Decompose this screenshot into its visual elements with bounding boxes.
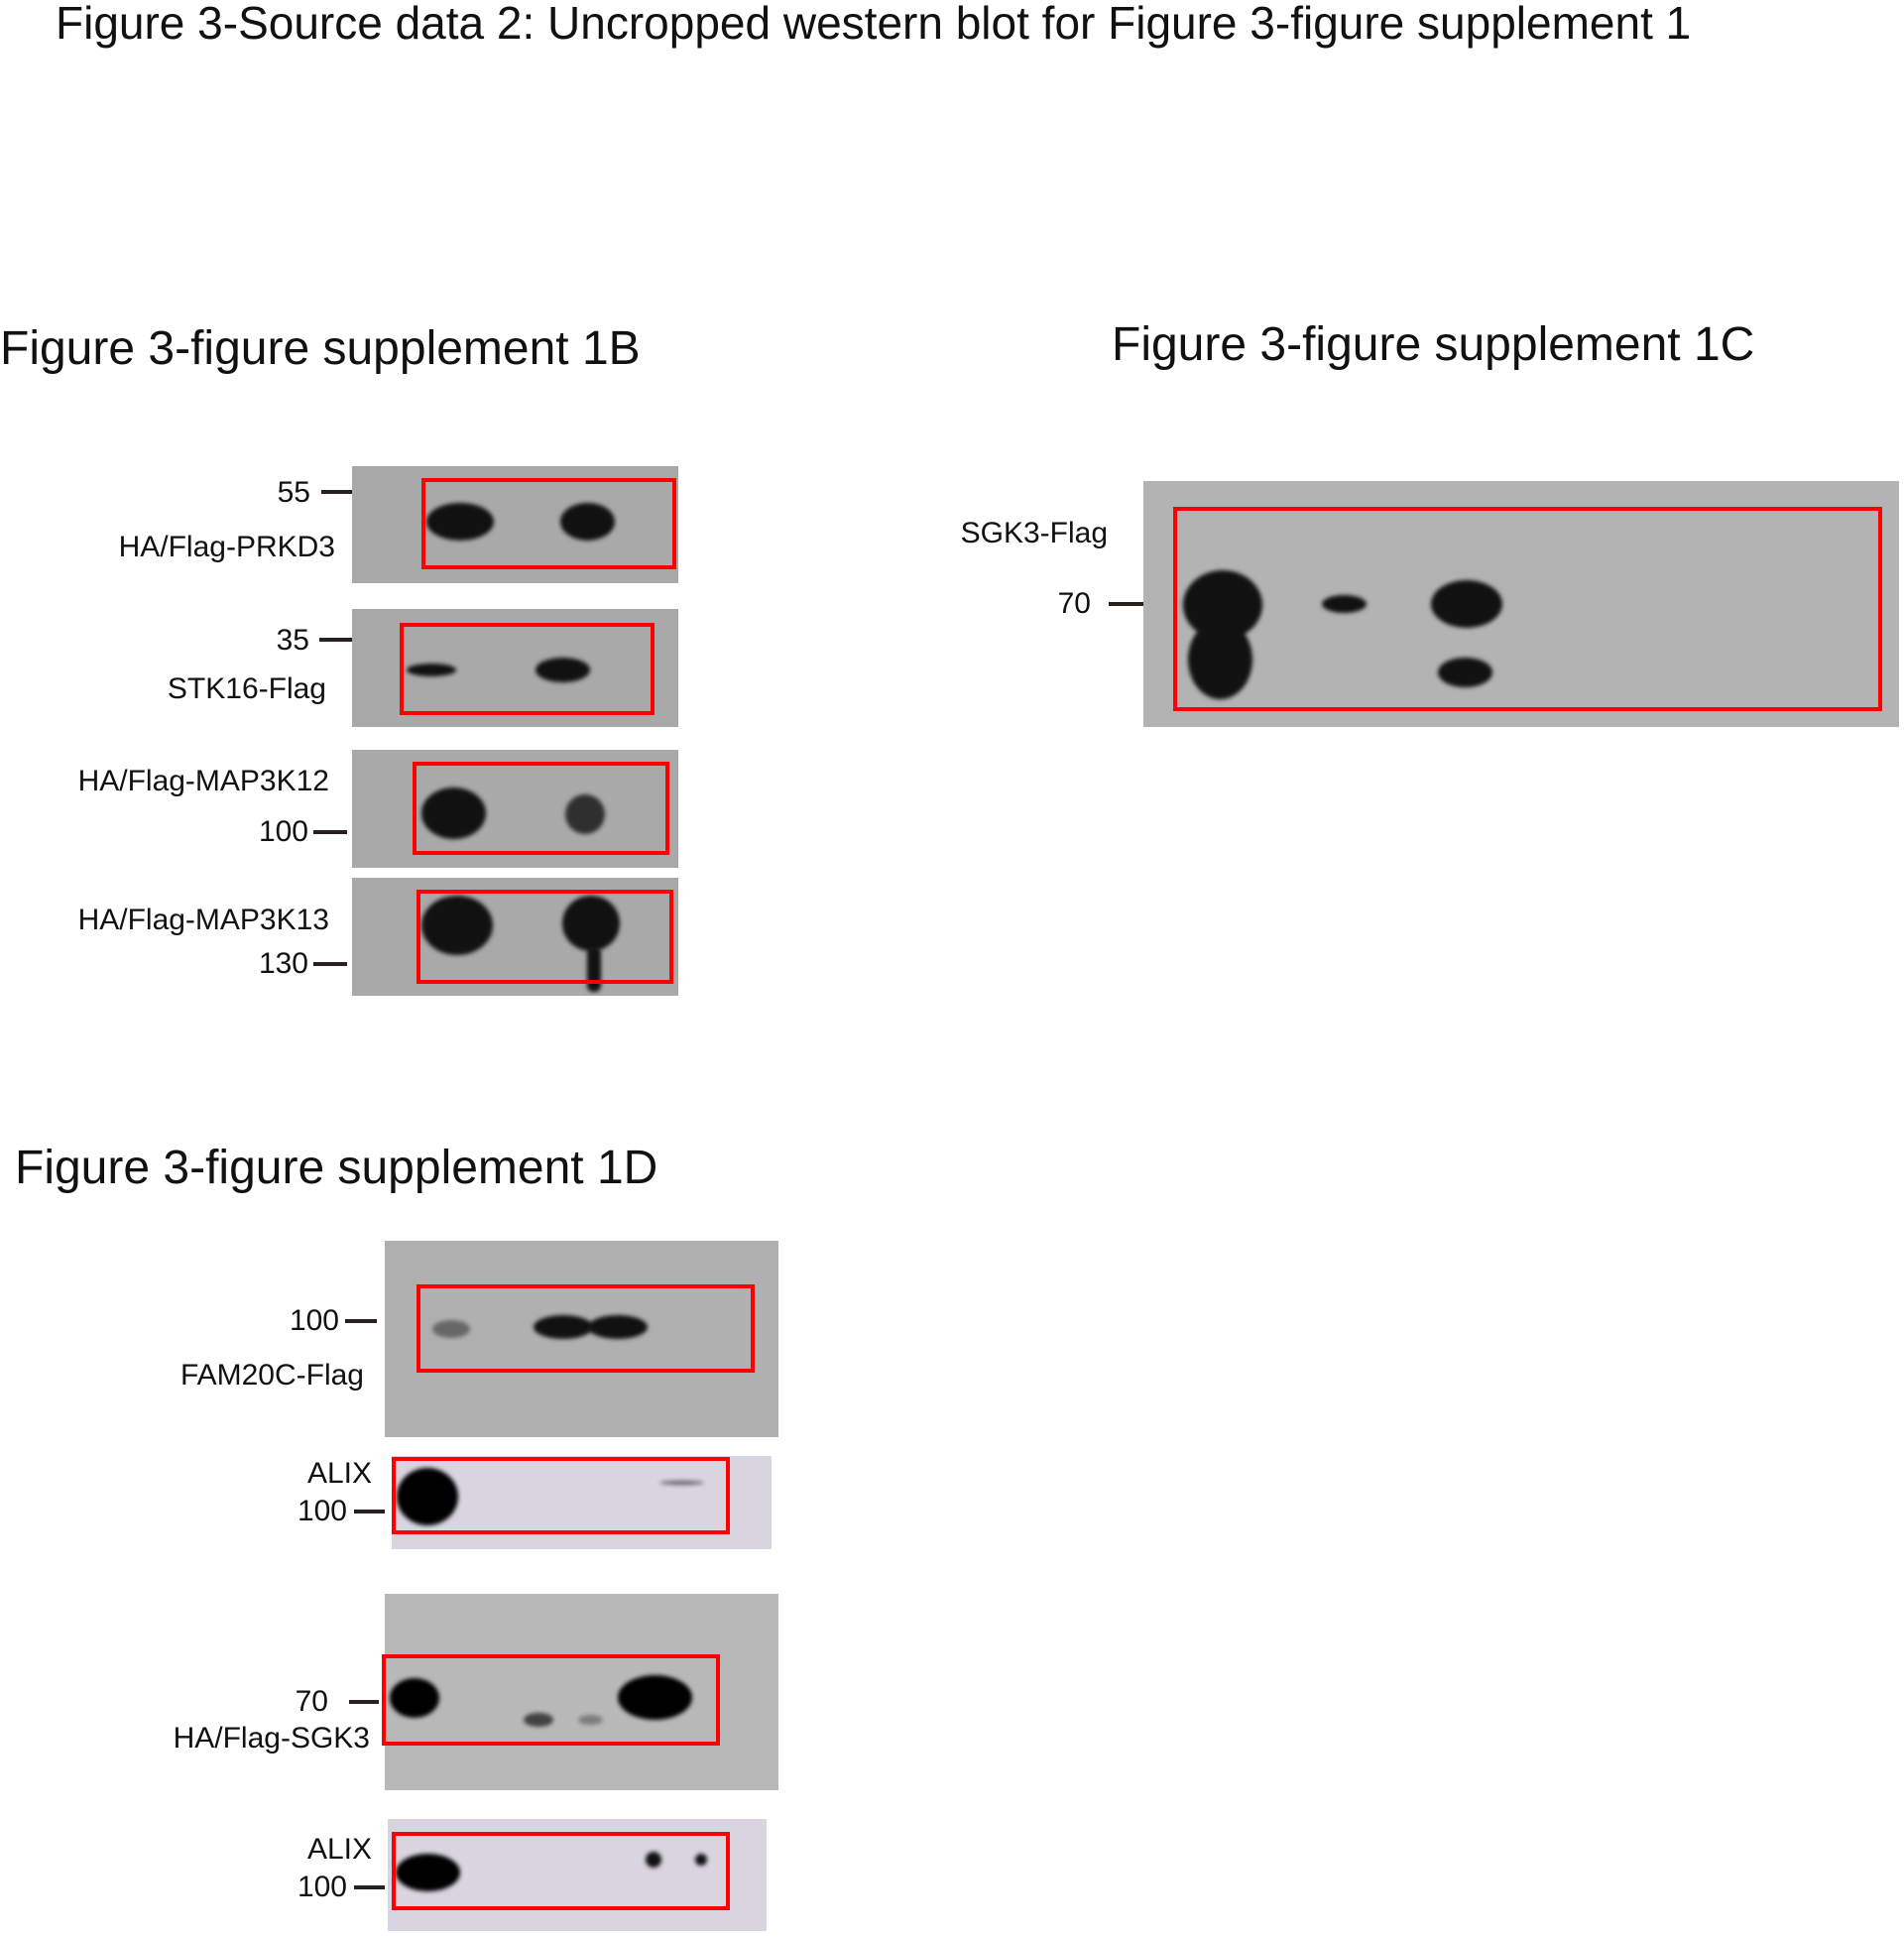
band [618,1675,692,1720]
crop-box [1173,507,1882,711]
blot-stk16 [352,609,678,727]
band [562,896,620,951]
marker-label: 35 [276,624,309,657]
band [646,1852,661,1868]
blot-map3k12 [352,750,678,868]
marker-label: 55 [277,476,310,509]
band [659,1481,704,1485]
marker-tick [345,1319,377,1323]
blot-label: HA/Flag-MAP3K12 [77,765,329,797]
band [588,1315,648,1339]
band [407,664,456,676]
blot-label: STK16-Flag [167,672,326,705]
marker-label: 100 [289,1304,339,1337]
band [1188,620,1252,699]
marker-tick [354,1885,385,1889]
band [1438,658,1492,687]
marker-label: 70 [295,1685,328,1718]
band [426,503,494,541]
band [1322,595,1367,613]
panel-d-heading: Figure 3-figure supplement 1D [15,1142,658,1194]
band [524,1713,553,1727]
marker-tick [321,490,352,494]
blot-alix-2 [388,1819,767,1931]
band [695,1854,707,1866]
band [396,1854,460,1891]
crop-box [421,478,676,569]
blot-label: FAM20C-Flag [179,1359,364,1392]
blot-label: ALIX [306,1833,372,1866]
crop-box [400,623,654,715]
blot-sgk3-flag [1143,481,1899,727]
blot-label: ALIX [306,1457,372,1490]
band [578,1715,603,1725]
band [565,794,605,834]
crop-box [413,762,669,855]
band [421,896,493,955]
panel-b-heading: Figure 3-figure supplement 1B [0,322,641,375]
blot-map3k13 [352,878,678,996]
marker-tick [1109,602,1143,606]
marker-tick [354,1510,385,1513]
blot-prkd3 [352,466,678,583]
crop-box [392,1457,730,1534]
blot-label: HA/Flag-SGK3 [173,1722,370,1755]
marker-label: 100 [258,815,308,848]
crop-box [392,1832,730,1910]
marker-tick [349,1700,379,1704]
crop-box [416,890,673,984]
figure-title: Figure 3-Source data 2: Uncropped wester… [56,0,1692,49]
marker-tick [313,962,347,966]
band [397,1468,458,1525]
band [1431,580,1502,628]
band [421,787,486,839]
band [390,1678,439,1718]
band [560,503,615,541]
marker-tick [313,830,347,834]
blot-label: HA/Flag-PRKD3 [118,531,335,563]
blot-ha-flag-sgk3 [385,1594,778,1790]
band [432,1320,470,1338]
band [534,1315,593,1339]
crop-box [382,1654,720,1746]
blot-label: SGK3-Flag [960,517,1108,549]
band [536,658,590,682]
marker-label: 100 [297,1495,347,1527]
marker-label: 130 [258,947,308,980]
marker-label: 70 [1057,587,1091,620]
marker-label: 100 [297,1871,347,1903]
panel-c-heading: Figure 3-figure supplement 1C [1112,318,1755,371]
crop-box [416,1284,755,1373]
marker-tick [319,638,352,642]
blot-label: HA/Flag-MAP3K13 [77,904,329,936]
blot-fam20c [385,1241,778,1437]
